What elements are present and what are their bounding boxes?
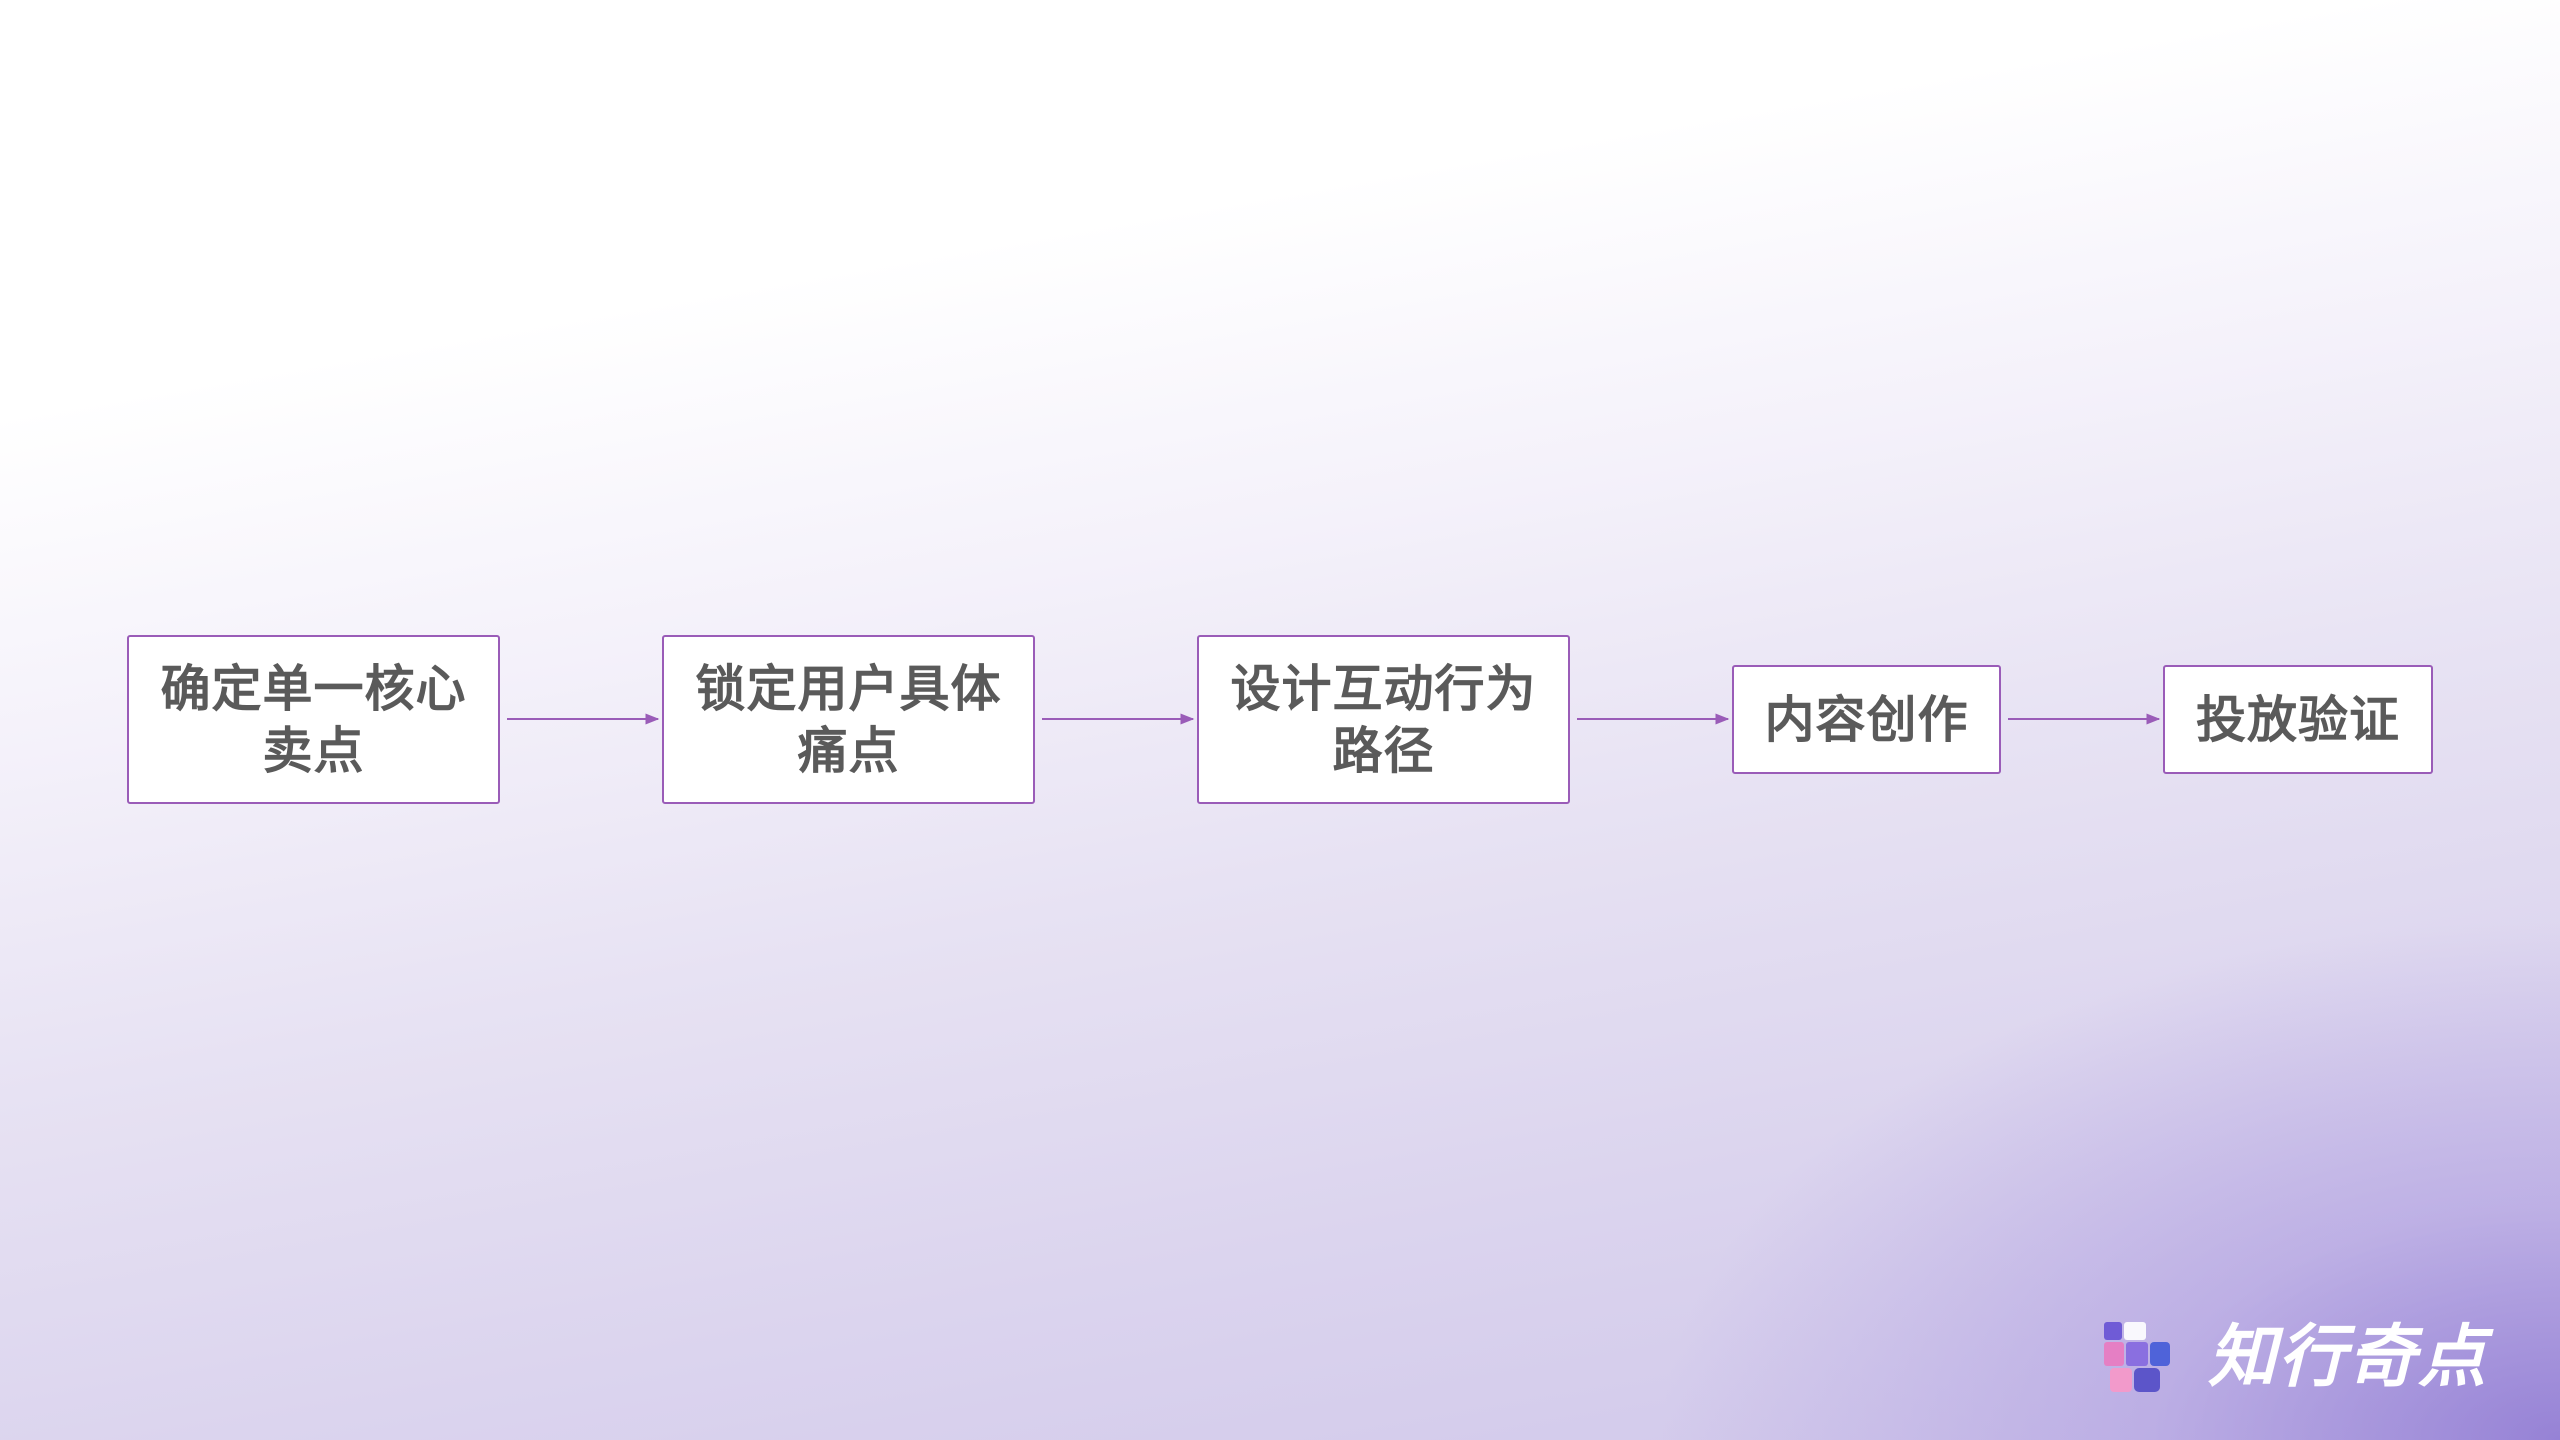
step-box-5: 投放验证 bbox=[2163, 665, 2433, 774]
step-box-4: 内容创作 bbox=[1732, 665, 2001, 774]
brand-logo: 知行奇点 bbox=[2100, 1310, 2540, 1410]
step-5-line-1: 投放验证 bbox=[2196, 690, 2400, 749]
brand-logo-icon bbox=[2104, 1322, 2170, 1392]
step-2-line-2: 痛点 bbox=[797, 721, 900, 780]
step-3-line-1: 设计互动行为 bbox=[1230, 659, 1537, 718]
brand-name: 知行奇点 bbox=[2208, 1318, 2489, 1397]
step-1-line-1: 确定单一核心 bbox=[160, 659, 467, 718]
step-1-line-2: 卖点 bbox=[262, 721, 365, 780]
step-3-line-2: 路径 bbox=[1332, 721, 1435, 780]
step-box-3: 设计互动行为 路径 bbox=[1197, 635, 1570, 804]
step-4-line-1: 内容创作 bbox=[1764, 690, 1969, 749]
step-2-line-1: 锁定用户具体 bbox=[695, 659, 1002, 718]
step-box-1: 确定单一核心 卖点 bbox=[127, 635, 500, 804]
step-box-2: 锁定用户具体 痛点 bbox=[662, 635, 1035, 804]
